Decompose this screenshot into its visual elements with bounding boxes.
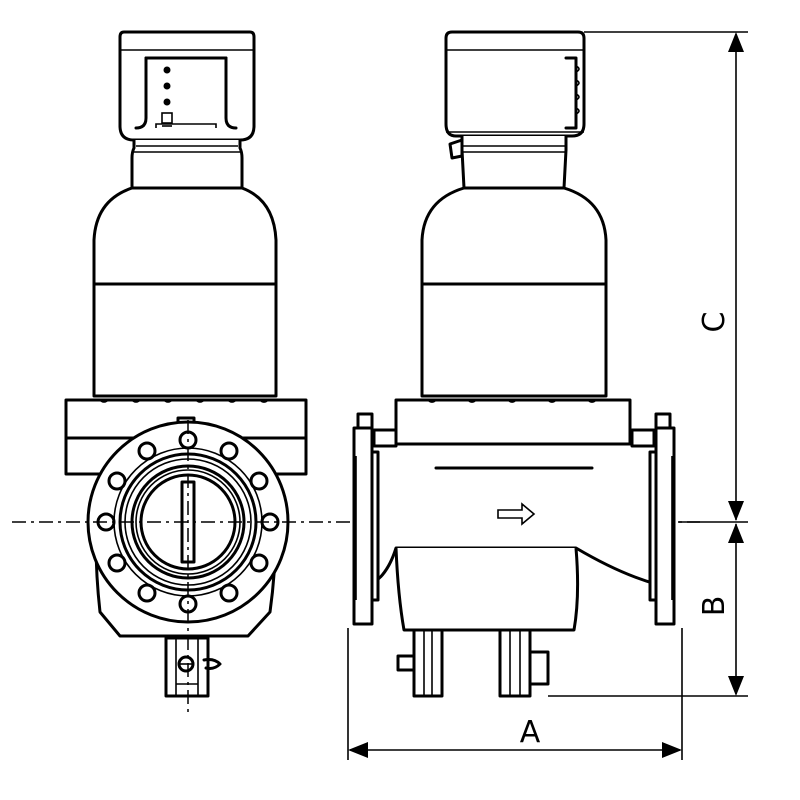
front-filter-bowl (92, 186, 278, 398)
indicator-dot-icon (163, 66, 171, 74)
front-control-head (118, 30, 256, 142)
indicator-dot-icon (163, 82, 171, 90)
side-view (352, 30, 676, 698)
dimension-c-label: C (697, 312, 732, 333)
front-neck (130, 140, 244, 190)
side-body-collar (394, 398, 632, 446)
side-filter-bowl (420, 186, 608, 398)
dimension-lines (347, 31, 748, 760)
dimension-a-label: A (520, 715, 541, 750)
side-knob (448, 138, 464, 160)
indicator-square-icon (161, 112, 173, 124)
front-view (64, 30, 308, 712)
side-drain-fittings (396, 628, 550, 698)
front-drain-valve (164, 636, 222, 698)
flow-direction-arrow-icon (497, 502, 536, 526)
side-flange-left (352, 412, 398, 626)
side-sump (394, 547, 580, 632)
indicator-dot-icon (163, 98, 171, 106)
side-flange-right (630, 412, 676, 626)
side-neck (460, 136, 568, 190)
dimension-b-label: B (697, 596, 732, 617)
side-control-head (444, 30, 586, 138)
